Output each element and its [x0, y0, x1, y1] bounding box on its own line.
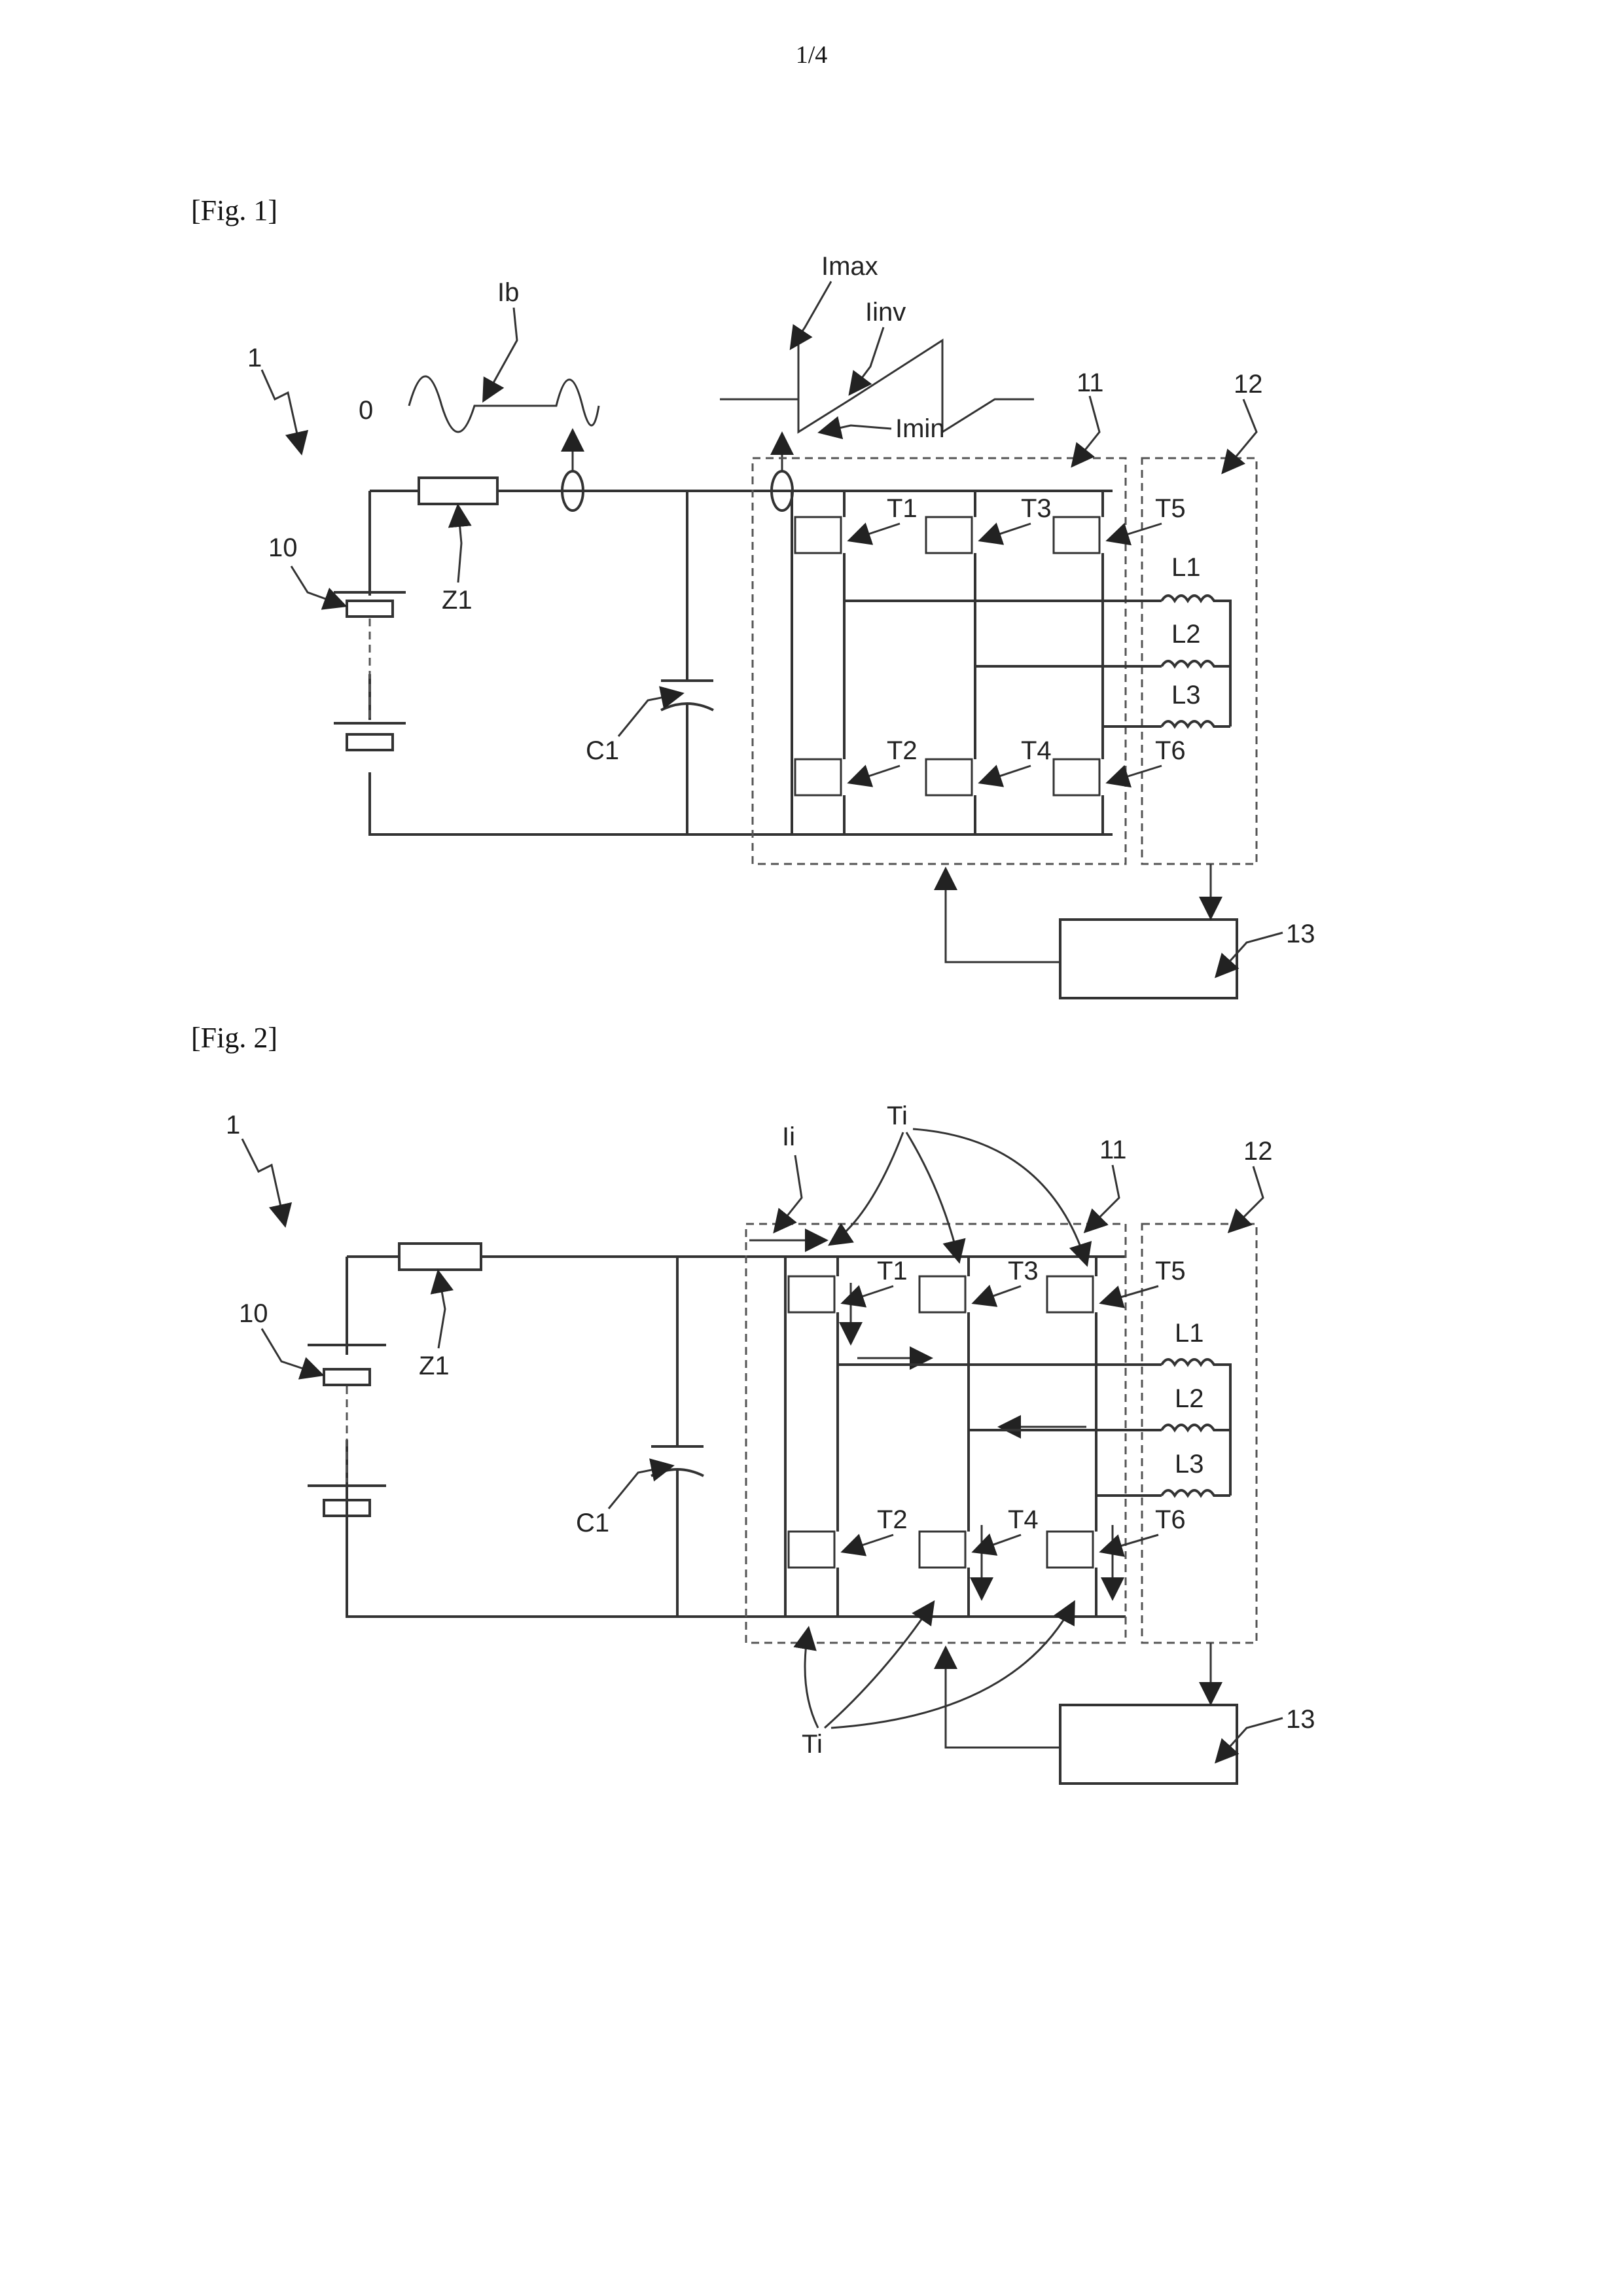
battery-cell-top	[324, 1369, 370, 1385]
coil-l2	[1162, 1425, 1230, 1430]
switch-group-label-top: Ti	[887, 1102, 908, 1130]
switch-label-t6: T6	[1155, 1505, 1186, 1534]
control-unit-13	[1060, 1705, 1237, 1784]
coil-l3	[1162, 1490, 1230, 1496]
impedance-z1	[399, 1244, 481, 1270]
switch-t1	[789, 1257, 838, 1532]
switch-t3	[919, 1257, 969, 1532]
switch-label-t2: T2	[877, 1505, 908, 1534]
coil-label-l3: L3	[1175, 1450, 1204, 1479]
coil-label-l2: L2	[1175, 1384, 1204, 1413]
switch-t2	[789, 1532, 838, 1617]
capacitor-label: C1	[576, 1509, 609, 1537]
switch-label-t5: T5	[1155, 1257, 1186, 1285]
circuit-ref: 1	[226, 1111, 240, 1139]
motor-box	[1142, 1224, 1257, 1643]
inverter-box	[746, 1224, 1126, 1643]
control-unit-label: 13	[1286, 1705, 1315, 1734]
current-label: Ii	[782, 1122, 795, 1151]
coil-label-l1: L1	[1175, 1319, 1204, 1348]
motor-label: 12	[1243, 1137, 1273, 1166]
switch-t5	[1047, 1257, 1096, 1532]
switch-group-label-bottom: Ti	[802, 1730, 823, 1759]
switch-t6	[1047, 1532, 1096, 1617]
inverter-label: 11	[1099, 1136, 1127, 1164]
switch-t4	[919, 1532, 969, 1617]
figure-2-circuit-diagram: 1 10 Z1 C1 11 12 Ii Ti Ti	[0, 0, 1623, 1806]
switch-label-t3: T3	[1008, 1257, 1039, 1285]
switch-label-t1: T1	[877, 1257, 908, 1285]
battery-label: 10	[239, 1299, 268, 1328]
switch-label-t4: T4	[1008, 1505, 1039, 1534]
impedance-label: Z1	[419, 1352, 450, 1380]
